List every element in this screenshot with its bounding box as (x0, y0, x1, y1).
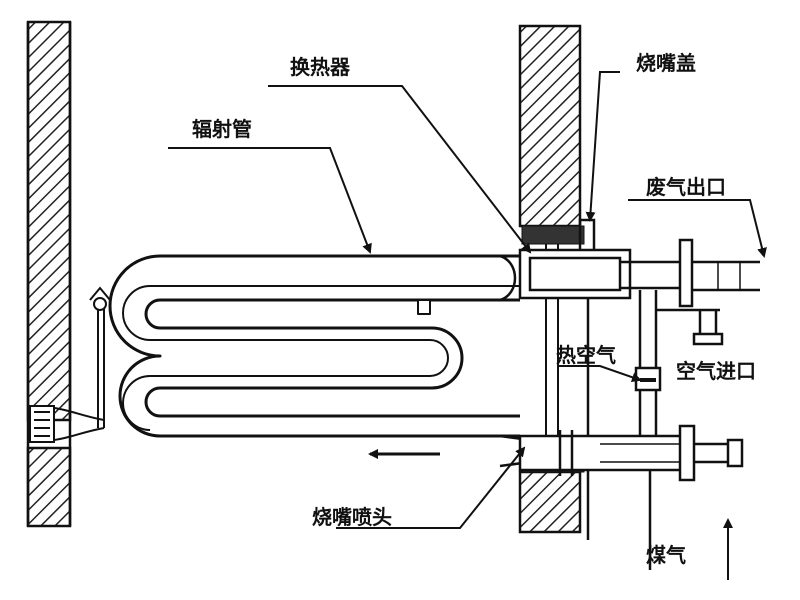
right-wall (518, 24, 585, 534)
label-burner-nozzle: 烧嘴喷头 (312, 505, 392, 529)
left-support (29, 286, 111, 443)
label-burner-cover: 烧嘴盖 (636, 51, 696, 75)
heat-exchanger (499, 238, 760, 436)
label-radiant-tube: 辐射管 (192, 117, 252, 141)
label-heat-exchanger: 换热器 (290, 55, 351, 79)
left-wall (26, 20, 72, 528)
burner-nozzle (499, 424, 744, 570)
radiant-tube (108, 254, 520, 438)
label-gas: 煤气 (646, 543, 686, 567)
diagram-labels: 换热器 烧嘴盖 辐射管 废气出口 热空气 空气进口 烧嘴喷头 煤气 (192, 51, 756, 567)
leader-lines (168, 71, 767, 580)
label-exhaust-outlet: 废气出口 (646, 175, 726, 199)
label-air-inlet: 空气进口 (676, 359, 756, 383)
label-hot-air: 热空气 (556, 343, 616, 367)
